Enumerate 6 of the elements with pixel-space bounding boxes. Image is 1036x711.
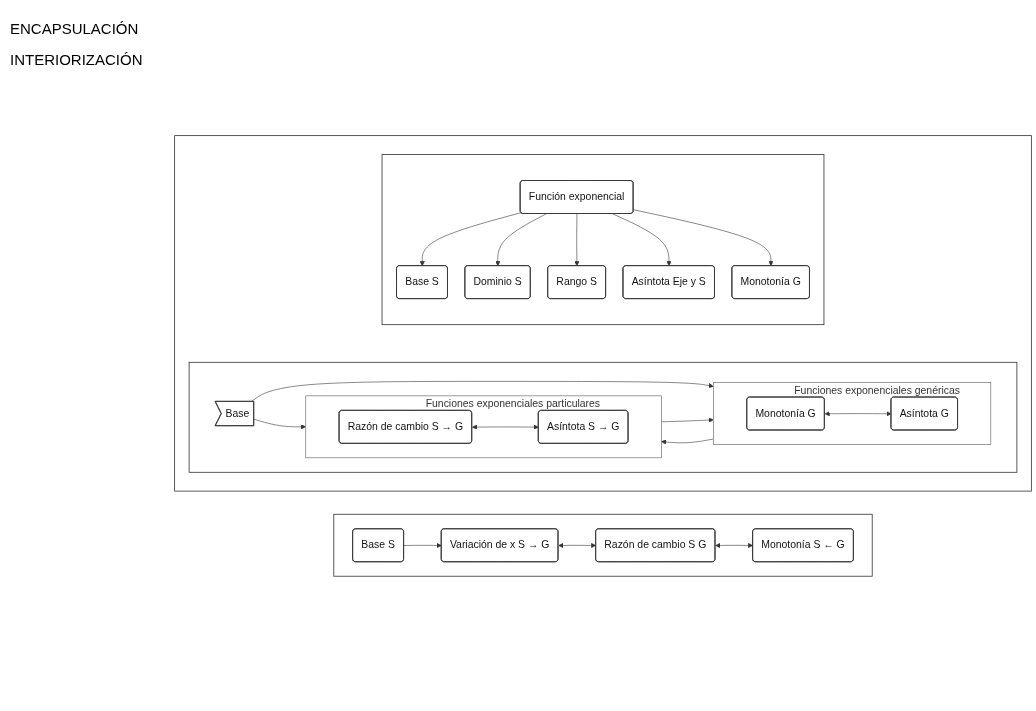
cluster xyxy=(333,513,873,577)
stage-label: ENCAPSULACIÓN xyxy=(10,20,140,37)
cluster xyxy=(188,361,1018,473)
cluster xyxy=(381,153,825,325)
stage-label: INTERIORIZACIÓN xyxy=(10,51,144,68)
cluster xyxy=(174,134,1032,492)
